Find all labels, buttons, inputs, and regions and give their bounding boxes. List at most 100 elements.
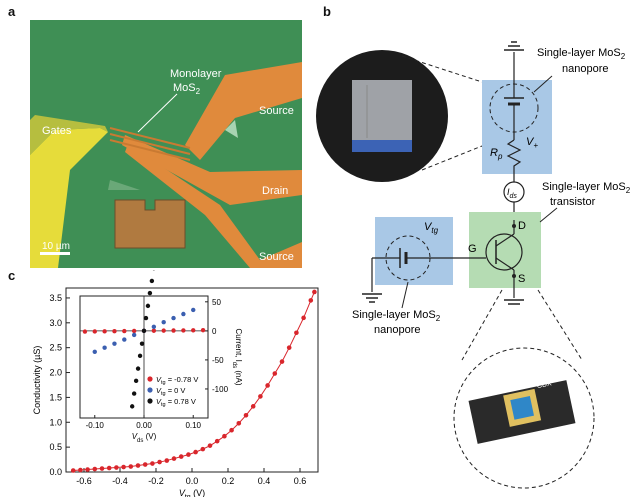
monolayer-label: Monolayer [170,68,222,80]
inset-data-point [181,328,186,333]
rp-label: Rp [490,147,503,161]
inset-x-tick-label: 0.00 [136,421,152,430]
main-data-point [312,289,317,295]
inset-data-point [129,404,135,409]
device-cube [352,80,412,140]
drain-electrode [122,135,302,205]
source-top-electrode [185,62,302,160]
legend-marker [147,398,153,404]
inset-data-point [137,353,143,359]
gate-shadow [30,115,108,155]
main-data-point [150,461,155,466]
connector-1 [401,55,483,83]
main-data-point [207,443,213,448]
main-data-point [106,465,112,471]
inset-data-point [171,328,176,333]
device-base [352,140,412,152]
inset-data-point [112,341,117,346]
main-data-point [272,371,278,376]
ids-label: Ids [507,187,517,200]
vtg-label: Vtg [424,221,439,235]
v-plus-label: V+ [526,136,538,150]
x-tick-label: 0.4 [258,476,271,486]
tr-pointer [539,207,558,223]
g-label: G [468,243,477,255]
inset-x-tick-label: 0.10 [185,421,201,430]
x-tick-label: -0.2 [148,476,164,486]
main-data-point [178,454,184,459]
np-bot-pointer [401,281,409,309]
main-xlabel: Vtg (V) [179,488,205,497]
inset-y-tick-label: 50 [212,298,221,307]
legend-label: Vtg = 0 V [156,386,185,397]
main-data-point [286,345,292,350]
inset-x-tick-label: -0.10 [86,421,105,430]
main-data-point [92,466,98,472]
monolayer-pointer [137,93,178,133]
main-data-point [258,394,263,399]
inset-data-point [191,328,196,333]
main-data-point [99,466,105,471]
transistor-drain-lead [495,233,515,247]
panel-b-letter: b [323,4,331,19]
transistor-source-lead [495,257,515,271]
inset-data-point [171,315,176,321]
main-data-point [279,359,285,364]
panel-b-circuit: V+ Rp Ids Single-layer MoS2 nanopore D S… [316,41,631,489]
mos2-label: MoS2 [173,82,201,96]
main-data-point [308,298,314,303]
transistor-circle [485,233,523,271]
np-bot-line2: nanopore [374,324,421,336]
inset-data-point [191,307,196,313]
source-top-label: Source [259,105,294,117]
main-data-point [214,438,220,444]
y-tick-label: 1.5 [49,392,62,402]
x-tick-label: 0.2 [222,476,235,486]
main-data-point [222,433,227,439]
transistor-box [469,212,541,288]
np-top-line1: Single-layer MoS2 [537,47,626,61]
main-data-point [70,468,76,473]
inset-data-point [131,332,137,338]
inset-data-point [92,349,97,354]
y-tick-label: 2.0 [49,368,62,378]
y-tick-label: 3.5 [49,293,62,303]
legend-label: Vtg = -0.78 V [156,375,198,386]
tr-line2: transistor [550,196,596,208]
inset-data-point [133,378,139,384]
inset-y-tick-label: -100 [212,385,229,394]
panel-a-micrograph: Monolayer MoS2 Gates Source Drain Source… [30,20,302,268]
inset-data-point [92,329,97,334]
inset-data-point [145,303,151,309]
main-data-point [121,464,126,470]
inset-data-point [151,324,157,329]
y-tick-label: 0.5 [49,442,62,452]
main-data-point [142,462,148,467]
finger-lines [109,127,191,161]
y-tick-label: 0.0 [49,467,62,477]
source-bottom-label: Source [259,251,294,263]
inset-data-point [102,345,107,350]
inset-data-point [151,328,157,333]
y-tick-label: 3.0 [49,318,62,328]
inset-data-point [143,315,149,321]
inset-data-point [147,290,153,296]
main-data-point [265,383,270,388]
main-data-point [157,459,162,465]
legend-marker [147,387,153,393]
main-data-point [135,463,141,468]
main-data-point [186,452,191,457]
main-marks [70,289,317,473]
inset-data-point [112,329,117,334]
legend-marker [147,376,153,382]
np-top-pointer [533,75,553,93]
np-bot-line1: Single-layer MoS2 [352,309,441,323]
legend-label: Vtg = 0.78 V [156,397,196,408]
main-data-point [164,458,170,463]
inset-data-point [135,366,141,371]
scale-label: 10 µm [42,241,70,252]
resistor [506,139,522,182]
